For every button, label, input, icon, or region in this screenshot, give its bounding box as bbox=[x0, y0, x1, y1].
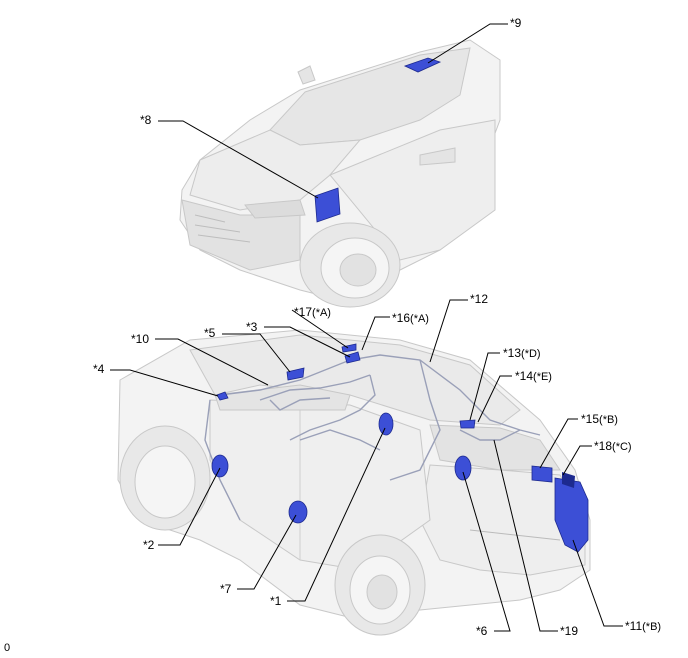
callout-label: *13 bbox=[503, 346, 522, 360]
callout-label: *5 bbox=[204, 326, 216, 340]
callout-9: *9 bbox=[510, 16, 521, 30]
callout-2: *2 bbox=[143, 538, 154, 552]
callout-16: *16(*A) bbox=[392, 311, 429, 326]
leader-lines bbox=[110, 23, 623, 632]
callout-13: *13(*D) bbox=[503, 346, 541, 361]
callout-label: *1 bbox=[270, 594, 282, 608]
callout-6: *6 bbox=[476, 624, 487, 638]
component-17 bbox=[341, 343, 357, 353]
callout-label: *17 bbox=[294, 305, 313, 319]
callout-17: *17(*A) bbox=[294, 305, 331, 320]
component-8-front-module bbox=[314, 187, 341, 223]
callout-label: *18 bbox=[594, 439, 613, 453]
callout-1: *1 bbox=[270, 594, 281, 608]
callout-19: *19 bbox=[560, 624, 578, 638]
callout-label: *2 bbox=[143, 538, 155, 552]
component-15 bbox=[531, 465, 553, 483]
callout-label: *12 bbox=[470, 292, 489, 306]
component-13 bbox=[459, 419, 476, 429]
callout-12: *12 bbox=[470, 292, 488, 306]
callout-label: *8 bbox=[140, 113, 152, 127]
rear-components bbox=[211, 343, 589, 553]
callout-10: *10 bbox=[131, 332, 149, 346]
callout-15: *15(*B) bbox=[581, 412, 618, 427]
callout-label: *15 bbox=[581, 412, 600, 426]
component-18 bbox=[562, 472, 575, 488]
callout-14: *14(*E) bbox=[515, 369, 552, 384]
component-6 bbox=[454, 455, 472, 481]
callout-label: *4 bbox=[93, 362, 105, 376]
callout-sub: (*E) bbox=[533, 371, 552, 383]
component-3 bbox=[344, 351, 361, 364]
callout-8: *8 bbox=[140, 113, 151, 127]
callout-label: *3 bbox=[246, 320, 258, 334]
component-5 bbox=[286, 367, 305, 381]
callout-11: *11(*B) bbox=[625, 619, 661, 634]
callout-4: *4 bbox=[93, 362, 104, 376]
callout-sub: (*B) bbox=[599, 414, 618, 426]
callout-sub: (*A) bbox=[312, 307, 331, 319]
component-4 bbox=[216, 391, 229, 401]
callout-18: *18(*C) bbox=[594, 439, 632, 454]
callout-label: *14 bbox=[515, 369, 534, 383]
component-11 bbox=[554, 477, 589, 553]
callout-label: *16 bbox=[392, 311, 411, 325]
callout-label: *11 bbox=[625, 619, 643, 633]
callout-sub: (*C) bbox=[612, 441, 632, 453]
component-7 bbox=[288, 500, 308, 524]
callout-5: *5 bbox=[204, 326, 215, 340]
component-1 bbox=[378, 412, 394, 436]
callout-sub: (*D) bbox=[521, 348, 541, 360]
callout-label: *7 bbox=[220, 582, 232, 596]
callout-sub: (*A) bbox=[410, 313, 429, 325]
callout-label: *9 bbox=[510, 16, 522, 30]
component-2 bbox=[211, 454, 229, 478]
callout-3: *3 bbox=[246, 320, 257, 334]
callout-label: *10 bbox=[131, 332, 150, 346]
figure-code: 0 bbox=[4, 642, 11, 654]
callout-label: *6 bbox=[476, 624, 488, 638]
front-vehicle-illustration bbox=[179, 39, 501, 308]
callout-sub: (*B) bbox=[642, 621, 662, 633]
callout-7: *7 bbox=[220, 582, 231, 596]
callout-label: *19 bbox=[560, 624, 579, 638]
wiring-harness bbox=[204, 354, 541, 521]
